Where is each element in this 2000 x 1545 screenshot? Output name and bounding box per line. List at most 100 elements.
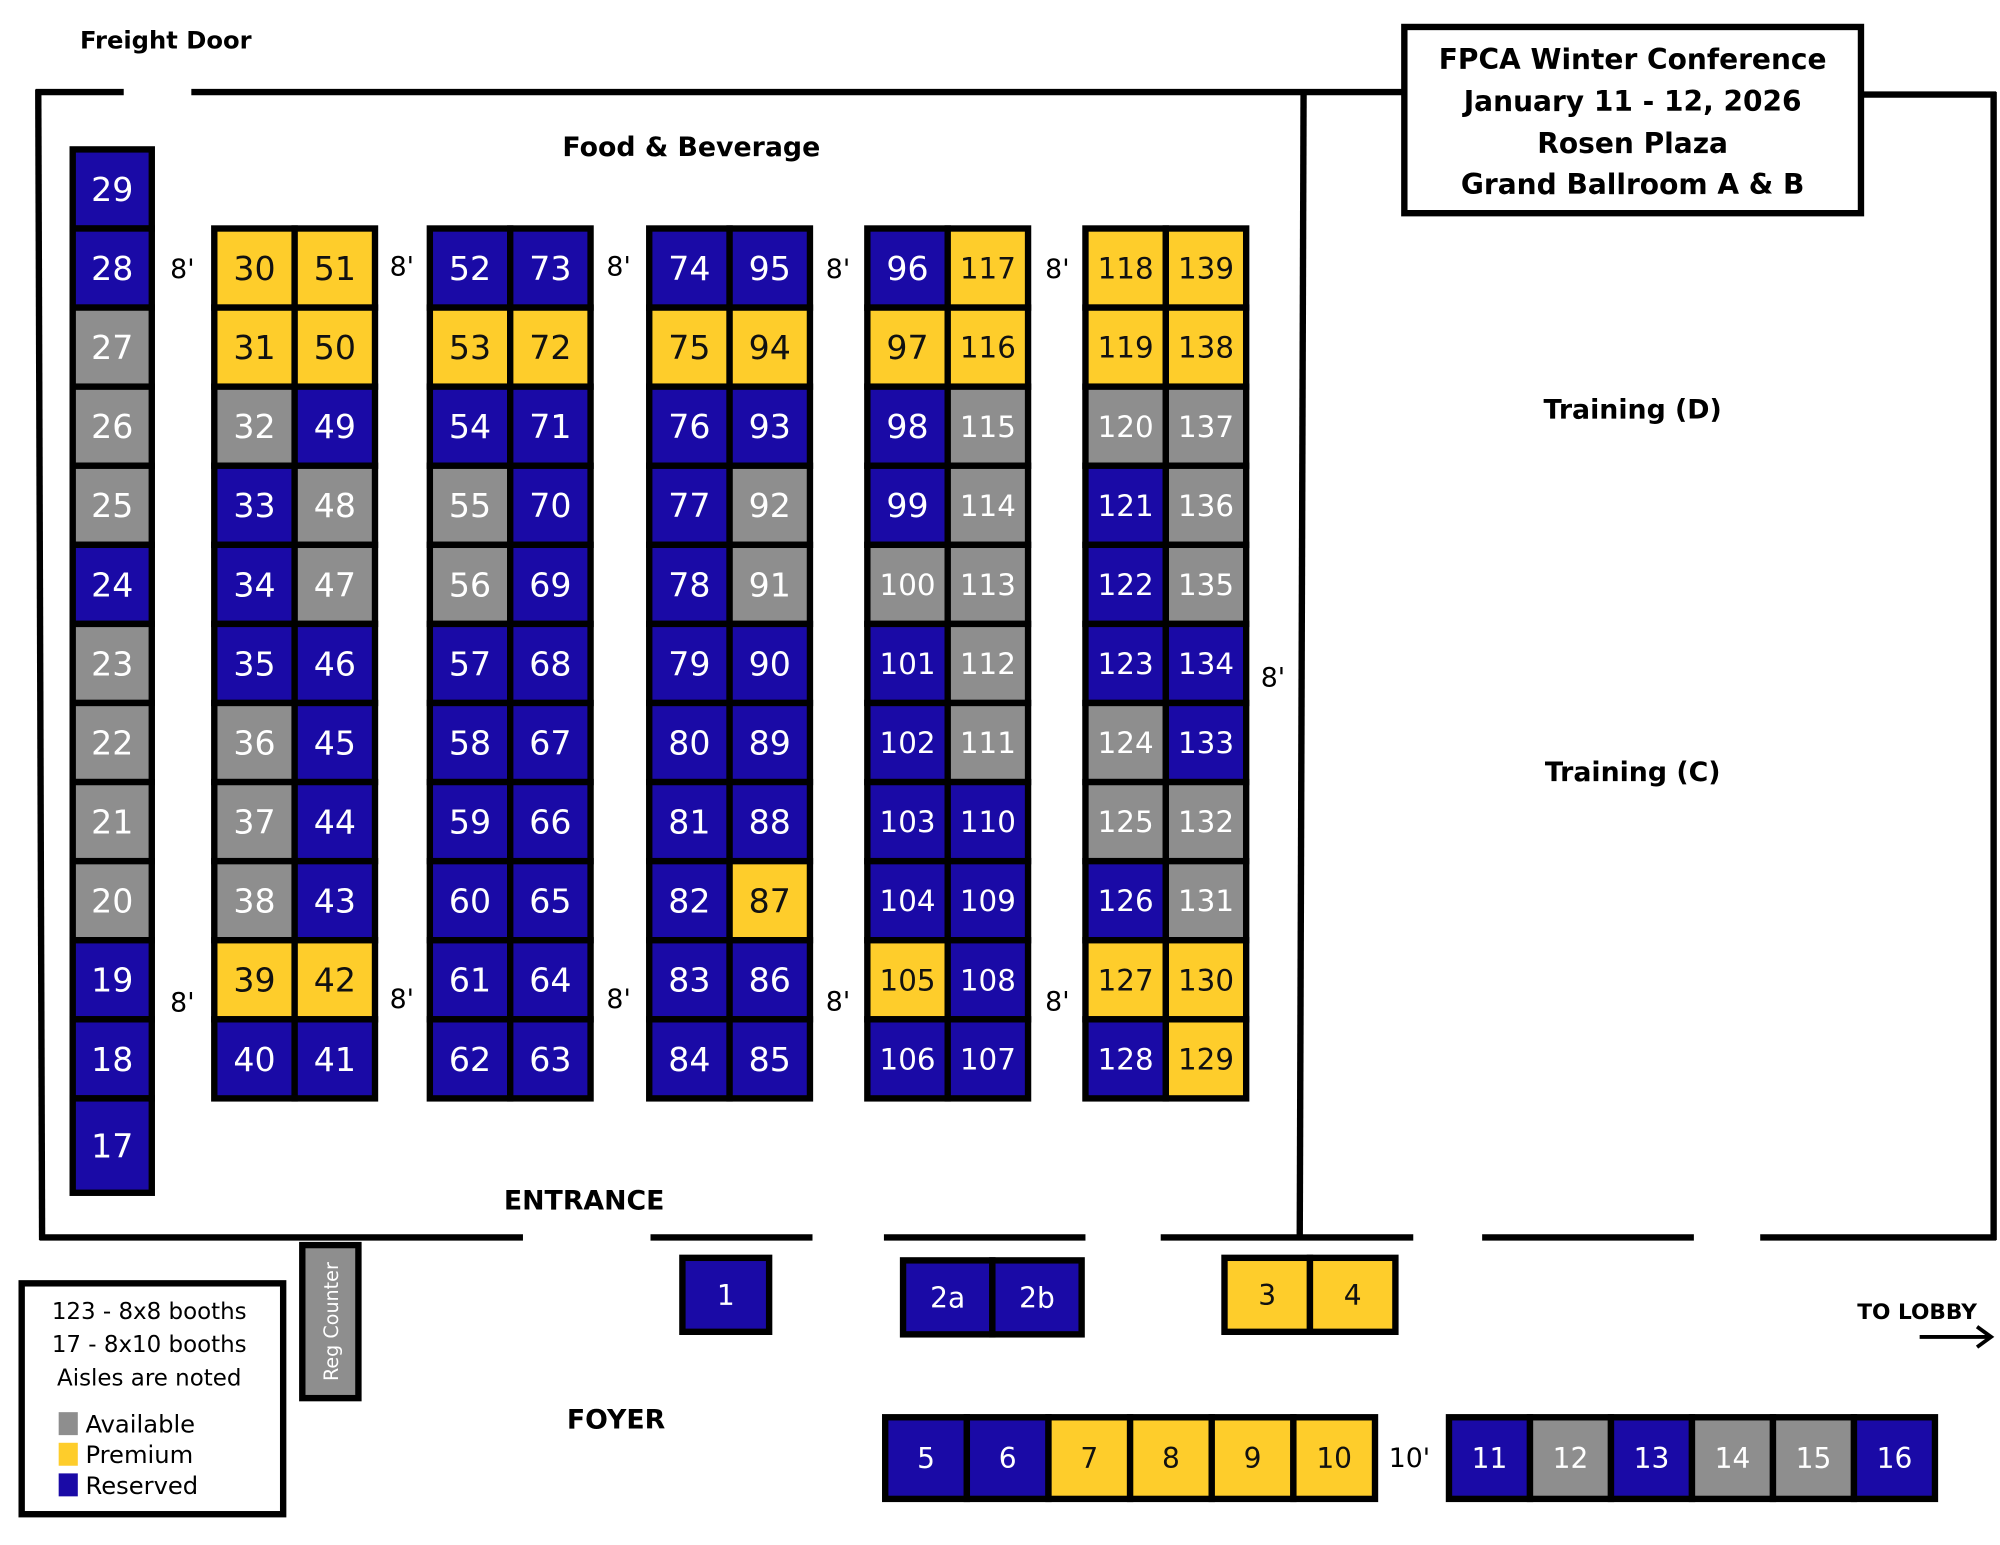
booth-135[interactable]: 135: [1162, 541, 1250, 628]
booth-47[interactable]: 47: [291, 541, 379, 628]
booth-28[interactable]: 28: [69, 225, 155, 311]
booth-110[interactable]: 110: [944, 778, 1032, 865]
booth-98[interactable]: 98: [864, 383, 951, 469]
booth-126[interactable]: 126: [1082, 857, 1170, 944]
booth-18[interactable]: 18: [69, 1016, 155, 1102]
booth-17[interactable]: 17: [69, 1095, 155, 1196]
booth-125[interactable]: 125: [1082, 778, 1170, 865]
booth-63[interactable]: 63: [507, 1016, 594, 1102]
booth-43[interactable]: 43: [291, 857, 379, 944]
booth-6[interactable]: 6: [963, 1414, 1052, 1503]
booth-134[interactable]: 134: [1162, 620, 1250, 707]
booth-61[interactable]: 61: [426, 937, 514, 1023]
booth-87[interactable]: 87: [726, 857, 814, 944]
booth-139[interactable]: 139: [1162, 225, 1250, 311]
booth-93[interactable]: 93: [726, 383, 814, 469]
booth-81[interactable]: 81: [646, 778, 733, 865]
booth-48[interactable]: 48: [291, 462, 379, 549]
booth-26[interactable]: 26: [69, 383, 155, 469]
booth-67[interactable]: 67: [507, 699, 594, 786]
booth-137[interactable]: 137: [1162, 383, 1250, 469]
booth-3[interactable]: 3: [1221, 1254, 1314, 1335]
booth-133[interactable]: 133: [1162, 699, 1250, 786]
booth-106[interactable]: 106: [864, 1016, 951, 1102]
booth-121[interactable]: 121: [1082, 462, 1170, 549]
booth-117[interactable]: 117: [944, 225, 1032, 311]
booth-24[interactable]: 24: [69, 541, 155, 628]
booth-10[interactable]: 10: [1290, 1414, 1379, 1503]
booth-2a[interactable]: 2a: [899, 1257, 996, 1338]
booth-41[interactable]: 41: [291, 1016, 379, 1102]
booth-95[interactable]: 95: [726, 225, 814, 311]
booth-85[interactable]: 85: [726, 1016, 814, 1102]
booth-92[interactable]: 92: [726, 462, 814, 549]
booth-64[interactable]: 64: [507, 937, 594, 1023]
booth-25[interactable]: 25: [69, 462, 155, 549]
booth-1[interactable]: 1: [679, 1254, 773, 1335]
booth-108[interactable]: 108: [944, 937, 1032, 1023]
booth-13[interactable]: 13: [1607, 1414, 1696, 1503]
booth-30[interactable]: 30: [211, 225, 298, 311]
booth-123[interactable]: 123: [1082, 620, 1170, 707]
booth-58[interactable]: 58: [426, 699, 514, 786]
booth-49[interactable]: 49: [291, 383, 379, 469]
booth-78[interactable]: 78: [646, 541, 733, 628]
booth-35[interactable]: 35: [211, 620, 298, 707]
booth-68[interactable]: 68: [507, 620, 594, 707]
booth-88[interactable]: 88: [726, 778, 814, 865]
booth-118[interactable]: 118: [1082, 225, 1170, 311]
booth-60[interactable]: 60: [426, 857, 514, 944]
booth-54[interactable]: 54: [426, 383, 514, 469]
booth-38[interactable]: 38: [211, 857, 298, 944]
booth-37[interactable]: 37: [211, 778, 298, 865]
booth-136[interactable]: 136: [1162, 462, 1250, 549]
booth-31[interactable]: 31: [211, 304, 298, 390]
booth-29[interactable]: 29: [69, 146, 155, 232]
booth-5[interactable]: 5: [882, 1414, 971, 1503]
booth-124[interactable]: 124: [1082, 699, 1170, 786]
booth-76[interactable]: 76: [646, 383, 733, 469]
booth-104[interactable]: 104: [864, 857, 951, 944]
booth-2b[interactable]: 2b: [989, 1257, 1085, 1338]
booth-94[interactable]: 94: [726, 304, 814, 390]
booth-89[interactable]: 89: [726, 699, 814, 786]
booth-130[interactable]: 130: [1162, 937, 1250, 1023]
booth-109[interactable]: 109: [944, 857, 1032, 944]
booth-4[interactable]: 4: [1306, 1254, 1399, 1335]
booth-9[interactable]: 9: [1208, 1414, 1297, 1503]
booth-80[interactable]: 80: [646, 699, 733, 786]
booth-16[interactable]: 16: [1850, 1414, 1939, 1503]
booth-122[interactable]: 122: [1082, 541, 1170, 628]
booth-56[interactable]: 56: [426, 541, 514, 628]
booth-116[interactable]: 116: [944, 304, 1032, 390]
booth-131[interactable]: 131: [1162, 857, 1250, 944]
booth-27[interactable]: 27: [69, 304, 155, 390]
booth-36[interactable]: 36: [211, 699, 298, 786]
booth-32[interactable]: 32: [211, 383, 298, 469]
booth-33[interactable]: 33: [211, 462, 298, 549]
booth-42[interactable]: 42: [291, 937, 379, 1023]
booth-96[interactable]: 96: [864, 225, 951, 311]
booth-105[interactable]: 105: [864, 937, 951, 1023]
booth-74[interactable]: 74: [646, 225, 733, 311]
booth-53[interactable]: 53: [426, 304, 514, 390]
booth-119[interactable]: 119: [1082, 304, 1170, 390]
booth-102[interactable]: 102: [864, 699, 951, 786]
booth-46[interactable]: 46: [291, 620, 379, 707]
booth-34[interactable]: 34: [211, 541, 298, 628]
booth-7[interactable]: 7: [1045, 1414, 1134, 1503]
booth-82[interactable]: 82: [646, 857, 733, 944]
booth-45[interactable]: 45: [291, 699, 379, 786]
booth-57[interactable]: 57: [426, 620, 514, 707]
booth-65[interactable]: 65: [507, 857, 594, 944]
booth-23[interactable]: 23: [69, 620, 155, 707]
booth-132[interactable]: 132: [1162, 778, 1250, 865]
booth-120[interactable]: 120: [1082, 383, 1170, 469]
booth-91[interactable]: 91: [726, 541, 814, 628]
booth-115[interactable]: 115: [944, 383, 1032, 469]
booth-112[interactable]: 112: [944, 620, 1032, 707]
booth-128[interactable]: 128: [1082, 1016, 1170, 1102]
booth-77[interactable]: 77: [646, 462, 733, 549]
booth-62[interactable]: 62: [426, 1016, 514, 1102]
booth-99[interactable]: 99: [864, 462, 951, 549]
